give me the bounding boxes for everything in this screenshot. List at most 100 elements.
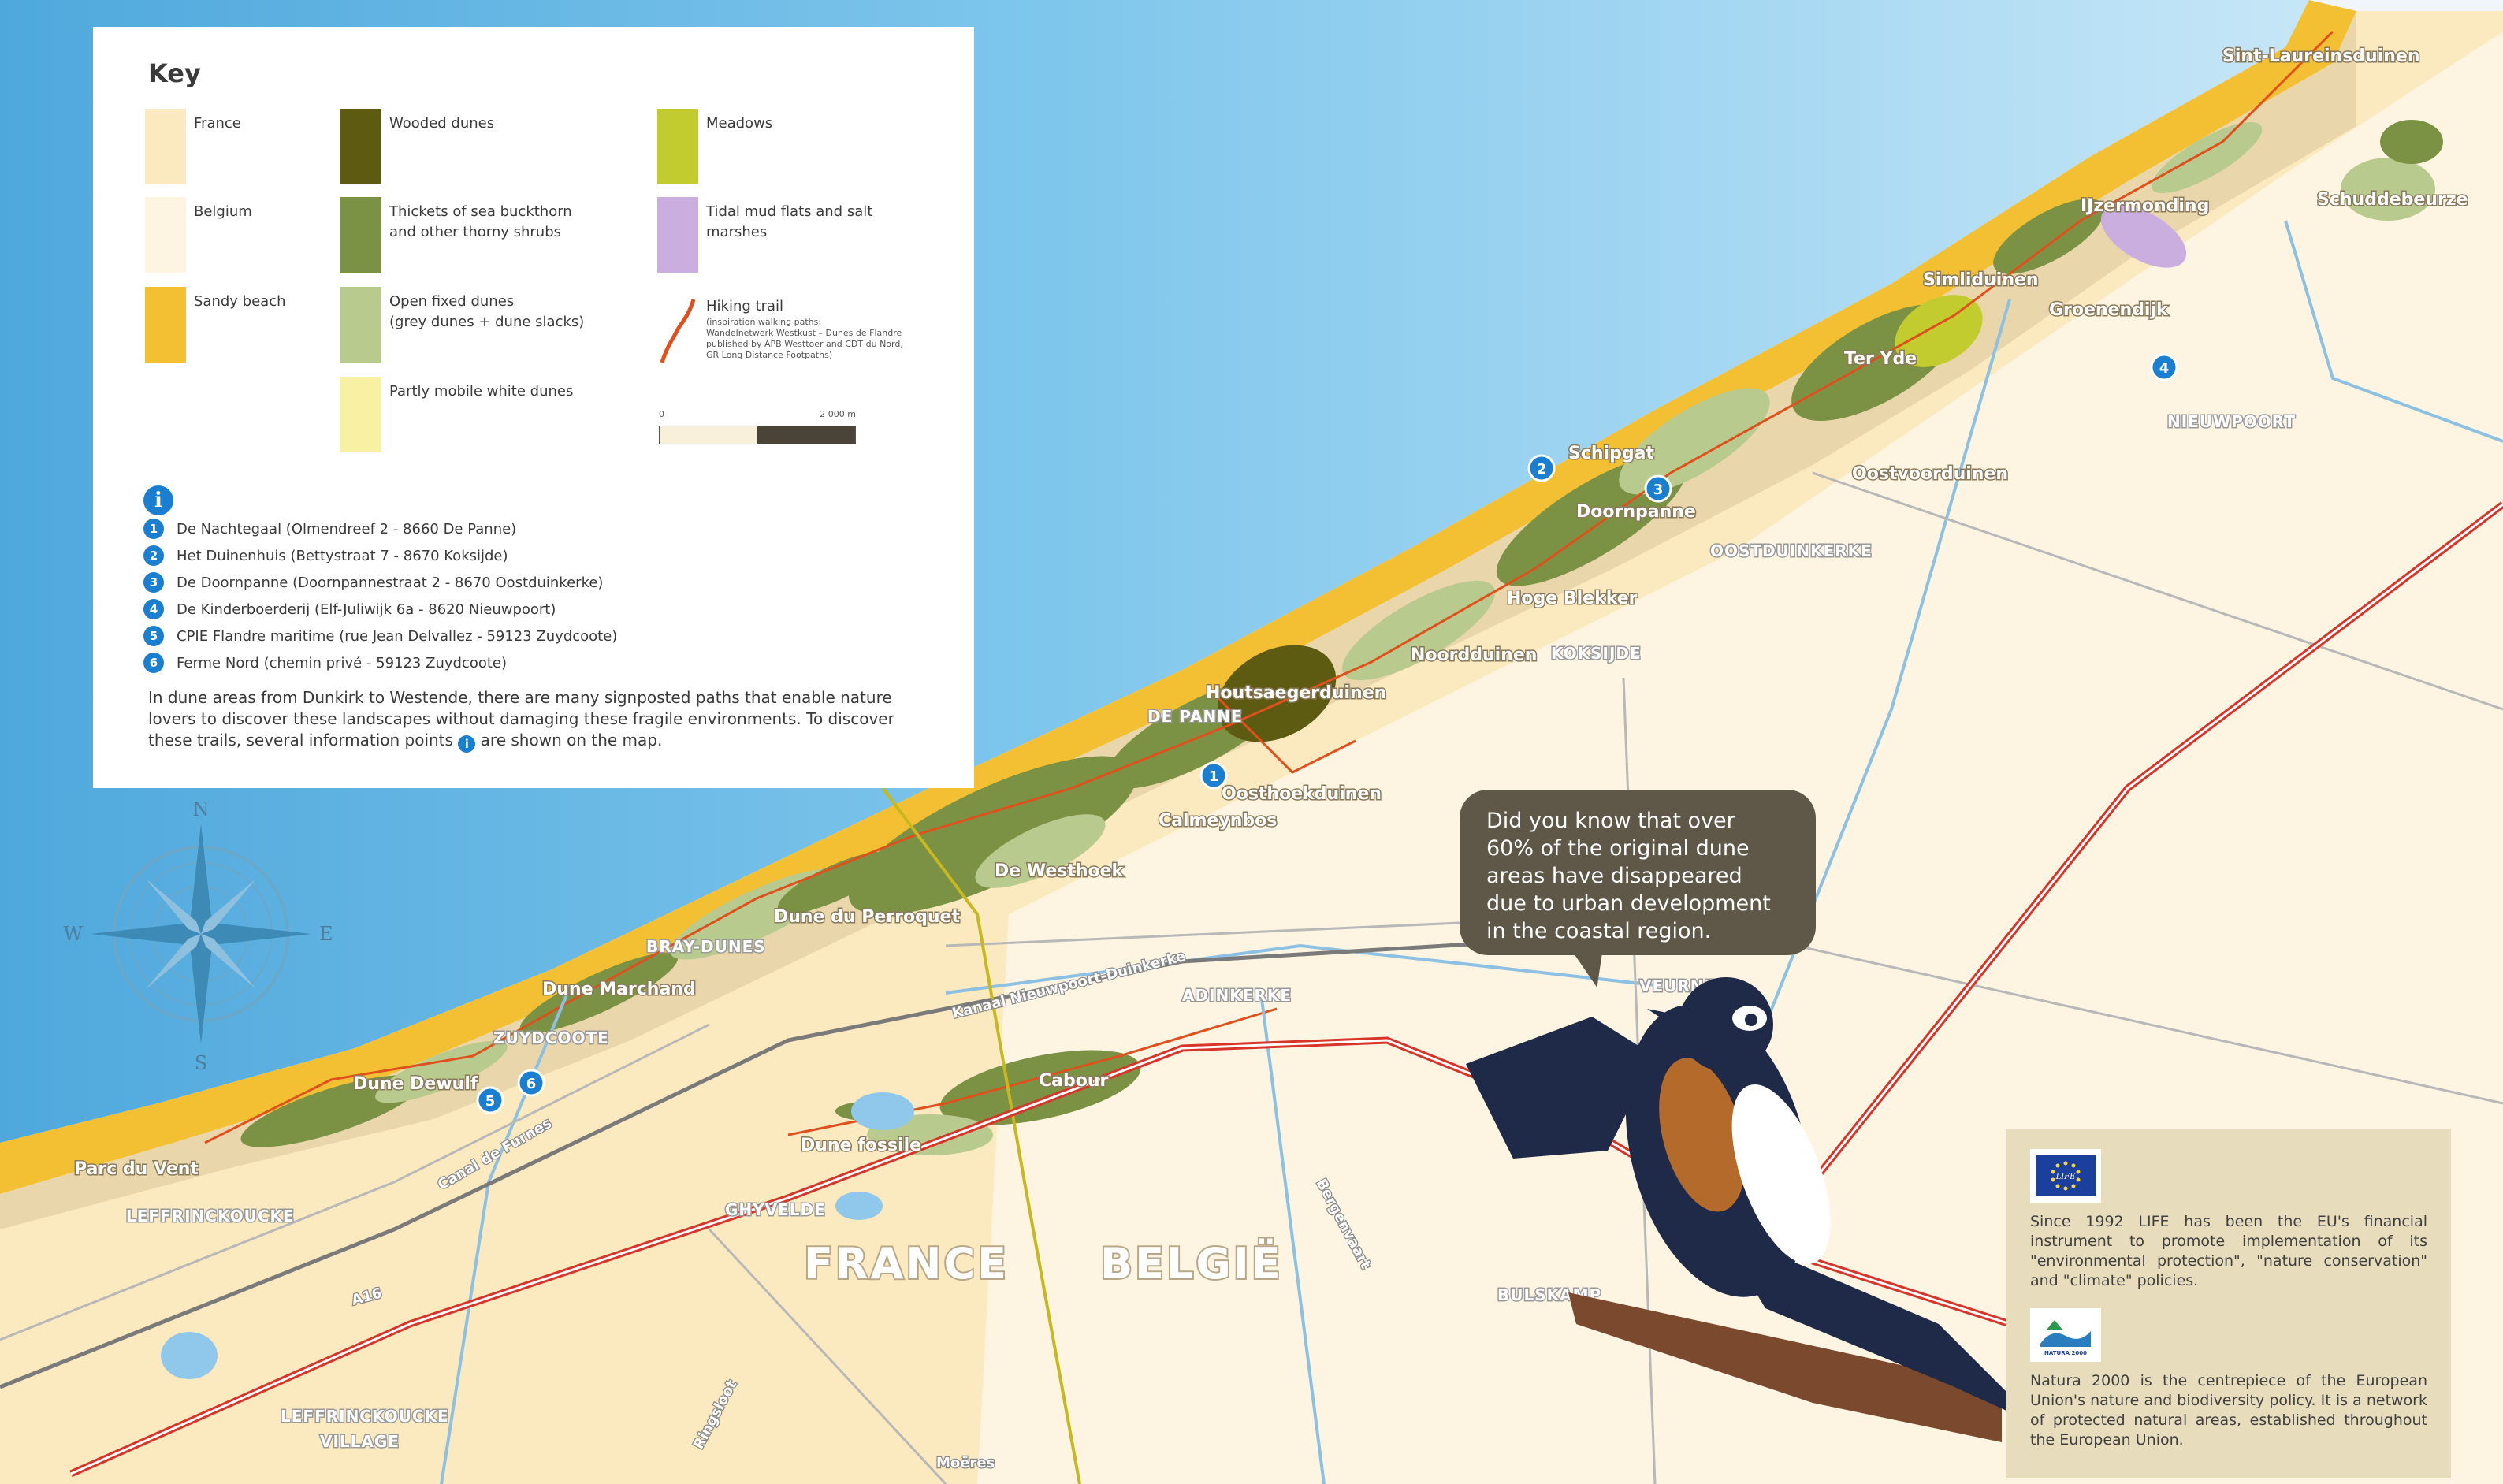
- info-inline-icon: i: [458, 735, 476, 753]
- label-doornpanne: Doornpanne: [1576, 502, 1696, 522]
- compass-w: W: [63, 923, 83, 945]
- info-num: 6: [143, 653, 164, 673]
- country-border: [881, 787, 1081, 1484]
- key-open-fixed-dunes: Open fixed dunes (grey dunes + dune slac…: [340, 287, 584, 363]
- info-text: Het Duinenhuis (Bettystraat 7 - 8670 Kok…: [177, 547, 508, 564]
- swatch-meadows: [657, 109, 698, 184]
- town-leffrinckoucke-village-1: LEFFRINCKOUCKE: [281, 1407, 449, 1426]
- canals: [440, 220, 2503, 1484]
- town-de-panne: DE PANNE: [1147, 707, 1243, 726]
- swatch-white-dunes: [340, 377, 381, 452]
- compass-n: N: [193, 798, 210, 820]
- bird-illustration: [1466, 977, 2041, 1442]
- info-num: 1: [143, 519, 164, 539]
- key-sandy-beach: Sandy beach: [145, 287, 286, 363]
- label-oosthoekduinen: Oosthoekduinen: [1222, 784, 1382, 804]
- info-text: CPIE Flandre maritime (rue Jean Delvalle…: [177, 627, 618, 645]
- poi-4[interactable]: 4: [2150, 353, 2178, 381]
- natura-text: Natura 2000 is the centrepiece of the Eu…: [2030, 1372, 2427, 1449]
- key-wooded-dunes: Wooded dunes: [340, 109, 494, 184]
- key-label: Meadows: [706, 115, 773, 132]
- key-description: In dune areas from Dunkirk to Westende, …: [148, 687, 936, 753]
- swatch-belgium: [145, 197, 186, 273]
- info-point-1[interactable]: 1 De Nachtegaal (Olmendreef 2 - 8660 De P…: [143, 515, 617, 542]
- label-ter-yde: Ter Yde: [1844, 349, 1917, 369]
- info-points-list: 1 De Nachtegaal (Olmendreef 2 - 8660 De P…: [143, 515, 617, 676]
- info-text: Ferme Nord (chemin privé - 59123 Zuydcoo…: [177, 654, 508, 671]
- swatch-thickets: [340, 197, 381, 273]
- key-description-b: are shown on the map.: [480, 731, 663, 749]
- label-dune-marchand: Dune Marchand: [542, 980, 696, 999]
- label-oostvoorduinen: Oostvoorduinen: [1852, 464, 2008, 484]
- key-hiking-trail: Hiking trail (inspiration walking paths:…: [657, 292, 903, 367]
- life-logo: LIFE: [2030, 1149, 2101, 1203]
- svg-text:6: 6: [526, 1076, 537, 1092]
- poi-5[interactable]: 5: [476, 1086, 504, 1114]
- key-label: Hiking trail: [706, 298, 784, 314]
- key-label: Thickets of sea buckthorn and other thor…: [389, 203, 572, 240]
- natura-2000-icon: NATURA 2000: [2036, 1312, 2096, 1358]
- swatch-tidal-mud-flats: [657, 197, 698, 273]
- natura-logo: NATURA 2000: [2030, 1308, 2101, 1362]
- info-num: 4: [143, 599, 164, 619]
- label-noordduinen: Noordduinen: [1411, 645, 1537, 665]
- label-ijzermonding: IJzermonding: [2081, 196, 2209, 216]
- swatch-wooded-dunes: [340, 109, 381, 184]
- svg-text:2: 2: [1537, 461, 1547, 478]
- town-leffrinckoucke-village-2: VILLAGE: [320, 1432, 400, 1451]
- key-white-dunes: Partly mobile white dunes: [340, 377, 573, 452]
- north-edge: [2309, 0, 2503, 11]
- eu-flag-icon: LIFE: [2036, 1155, 2096, 1196]
- label-houtsaegerduinen: Houtsaegerduinen: [1206, 683, 1386, 703]
- svg-text:3: 3: [1653, 482, 1664, 498]
- info-text: De Doornpanne (Doornpannestraat 2 - 8670…: [177, 574, 604, 591]
- key-label: Partly mobile white dunes: [389, 383, 574, 400]
- natura-logo-text: NATURA 2000: [2044, 1350, 2087, 1356]
- label-sint-laureinsduinen: Sint-Laureinsduinen: [2222, 46, 2420, 66]
- country-belgie: BELGIË: [1100, 1239, 1283, 1289]
- compass-e: E: [319, 923, 333, 945]
- town-ghyvelde: GHYVELDE: [725, 1200, 826, 1219]
- label-dune-dewulf: Dune Dewulf: [353, 1074, 478, 1094]
- swatch-sandy-beach: [145, 287, 186, 363]
- scale-end: 2 000 m: [820, 409, 856, 419]
- label-simliduinen: Simliduinen: [1923, 270, 2039, 290]
- life-logo-text: LIFE: [2055, 1173, 2077, 1181]
- poi-3[interactable]: 3: [1644, 474, 1672, 503]
- town-oostduinkerke: OOSTDUINKERKE: [1710, 541, 1873, 560]
- key-france: France: [145, 109, 241, 184]
- key-label: Tidal mud flats and salt marshes: [706, 203, 873, 240]
- country-france: FRANCE: [804, 1239, 1009, 1289]
- key-label: France: [194, 115, 241, 132]
- info-point-6[interactable]: 6 Ferme Nord (chemin privé - 59123 Zuydco…: [143, 649, 617, 676]
- key-title: Key: [148, 58, 201, 88]
- compass-s: S: [195, 1052, 207, 1074]
- key-label: Belgium: [194, 203, 252, 220]
- key-label: Open fixed dunes (grey dunes + dune slac…: [389, 293, 585, 330]
- label-schipgat: Schipgat: [1568, 444, 1654, 463]
- info-num: 3: [143, 572, 164, 593]
- town-koksijde: KOKSIJDE: [1551, 644, 1642, 663]
- poi-1[interactable]: 1: [1199, 761, 1228, 790]
- key-belgium: Belgium: [145, 197, 252, 273]
- poi-6[interactable]: 6: [517, 1069, 545, 1097]
- label-moeres: Moëres: [936, 1455, 995, 1471]
- label-groenendijk: Groenendijk: [2049, 300, 2169, 320]
- town-bray-dunes: BRAY-DUNES: [646, 937, 766, 956]
- label-schuddebeurze: Schuddebeurze: [2317, 190, 2468, 210]
- poi-2[interactable]: 2: [1527, 454, 1556, 482]
- key-thickets: Thickets of sea buckthorn and other thor…: [340, 197, 572, 273]
- key-tidal-mud-flats: Tidal mud flats and salt marshes: [657, 197, 872, 273]
- label-calmeynbos: Calmeynbos: [1159, 811, 1277, 831]
- info-text: De Nachtegaal (Olmendreef 2 - 8660 De Pa…: [177, 520, 517, 537]
- label-dune-du-perroquet: Dune du Perroquet: [774, 907, 960, 927]
- label-cabour: Cabour: [1039, 1071, 1109, 1091]
- info-point-3[interactable]: 3 De Doornpanne (Doornpannestraat 2 - 867…: [143, 569, 617, 596]
- label-parc-du-vent: Parc du Vent: [74, 1159, 199, 1179]
- key-label: Sandy beach: [194, 293, 286, 310]
